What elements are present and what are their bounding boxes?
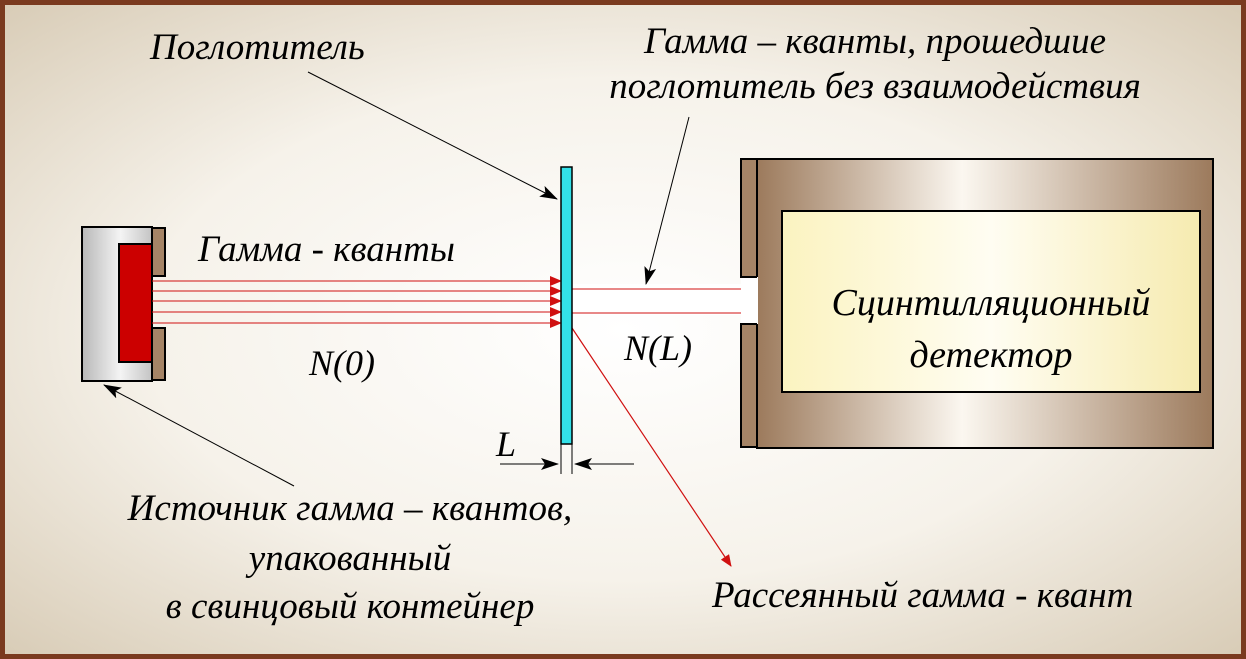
absorber-label: Поглотитель — [150, 27, 365, 68]
source-label-line1: Источник гамма – квантов, — [127, 488, 573, 529]
detector-label-line2: детектор — [909, 334, 1073, 376]
scintillation-detector — [740, 158, 1214, 449]
absorber-plate — [560, 166, 573, 445]
gamma-quanta-label: Гамма - кванты — [198, 229, 455, 270]
detector-label-line1: Сцинтилляционный — [831, 282, 1151, 324]
source-label-line2: упакованный — [248, 538, 452, 579]
nl-label: N(L) — [624, 328, 693, 368]
absorber-leader — [307, 71, 558, 200]
detector-aperture — [741, 277, 758, 324]
thickness-dimension — [500, 444, 634, 474]
lead-container — [81, 226, 166, 382]
transmitted-beams — [572, 284, 767, 318]
n0-label: N(0) — [309, 343, 375, 383]
detector-lower-flange — [740, 323, 758, 448]
lead-container-upper-lip — [151, 227, 166, 277]
passed-quanta-label-line1: Гамма – кванты, прошедшие — [643, 21, 1107, 62]
passed-quanta-label-line2: поглотитель без взаимодействия — [609, 66, 1141, 107]
thickness-label: L — [496, 424, 517, 464]
scattered-beam — [563, 315, 732, 567]
incident-beams — [152, 276, 562, 328]
source-leader — [103, 384, 295, 487]
gamma-source — [118, 243, 153, 363]
passed-quanta-leader — [644, 116, 690, 285]
source-label-line3: в свинцовый контейнер — [165, 586, 535, 627]
scattered-label: Рассеянный гамма - квант — [712, 575, 1134, 616]
detector-upper-flange — [740, 158, 758, 278]
detector-crystal — [781, 210, 1201, 393]
lead-container-lower-lip — [151, 327, 166, 381]
